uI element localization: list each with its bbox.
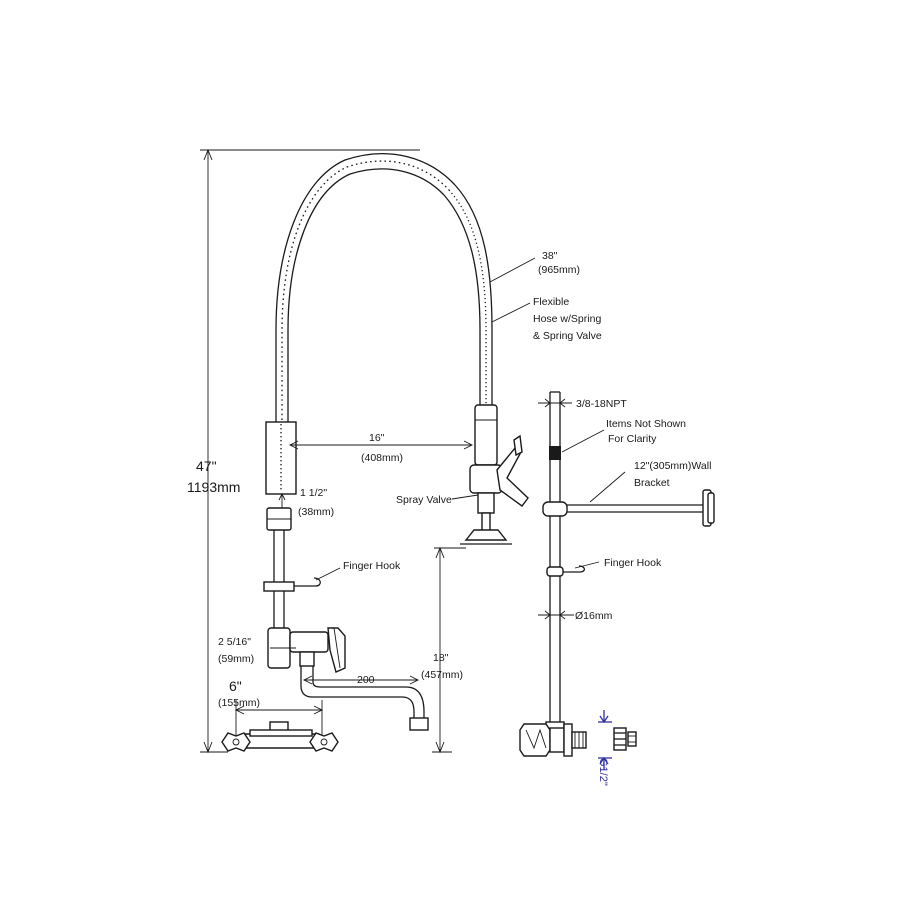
items-not-shown-leader bbox=[561, 429, 605, 453]
riser-gap-in-label: 1 1/2" bbox=[300, 487, 327, 499]
base-mixer bbox=[239, 721, 323, 749]
overall-height-dimension bbox=[200, 148, 420, 754]
riser-diameter-label: Ø16mm bbox=[575, 610, 613, 622]
overall-height-mm-label: 1193mm bbox=[187, 479, 240, 495]
inlet-dimension bbox=[598, 710, 612, 770]
spout-outlet-body bbox=[267, 627, 346, 673]
wall-bracket-leader bbox=[589, 471, 626, 503]
finger-hook-front-label: Finger Hook bbox=[343, 560, 401, 572]
flexible-hose-leader bbox=[491, 302, 531, 323]
outlet-offset-mm-label: (59mm) bbox=[218, 653, 254, 665]
riser-diameter-arrow-left bbox=[544, 610, 551, 620]
spray-valve-label: Spray Valve bbox=[396, 494, 452, 506]
front-view: 47" 1193mm Spray V bbox=[187, 148, 602, 754]
reach-dimension bbox=[288, 440, 474, 450]
spray-valve-leader bbox=[451, 494, 479, 500]
side-view: 3/8-18NPT Items Not Shown For Clarity 12… bbox=[519, 391, 715, 786]
wall-bracket-label-1: 12"(305mm)Wall bbox=[634, 460, 711, 472]
finger-hook-side-leader bbox=[574, 561, 600, 569]
side-riser-pipe bbox=[549, 391, 561, 722]
spring-coil bbox=[265, 153, 456, 495]
items-not-shown-label-1: Items Not Shown bbox=[606, 418, 686, 430]
flexible-hose bbox=[443, 184, 493, 405]
riser-gap-mm-label: (38mm) bbox=[298, 506, 334, 518]
spray-height-mm-label: (457mm) bbox=[421, 669, 463, 681]
riser-pipe bbox=[266, 507, 292, 628]
loose-fittings bbox=[613, 727, 637, 751]
thread-arrow-right bbox=[559, 398, 566, 408]
flexible-hose-label-3: & Spring Valve bbox=[533, 330, 602, 342]
finger-hook-front bbox=[263, 577, 321, 592]
wall-bracket-label-2: Bracket bbox=[634, 477, 670, 489]
spray-valve bbox=[460, 404, 529, 545]
riser-diameter-arrow-right bbox=[559, 610, 566, 620]
spray-height-dimension bbox=[432, 546, 466, 754]
overall-height-in-label: 47" bbox=[196, 458, 217, 474]
hose-length-leader bbox=[489, 257, 536, 283]
flexible-hose-label-2: Hose w/Spring bbox=[533, 313, 601, 325]
finger-hook-front-leader bbox=[315, 567, 341, 581]
center-spacing-dimension bbox=[234, 700, 324, 738]
center-spacing-in-label: 6" bbox=[229, 678, 242, 694]
left-handle-icon bbox=[221, 732, 251, 752]
spout-length-label: 200 bbox=[357, 674, 375, 686]
side-base-valve bbox=[519, 721, 587, 757]
outlet-offset-in-label: 2 5/16" bbox=[218, 636, 251, 648]
thread-arrow-left bbox=[544, 398, 551, 408]
right-handle-icon bbox=[309, 732, 339, 752]
spray-height-in-label: 18" bbox=[433, 652, 449, 664]
spout-length-dimension bbox=[302, 675, 420, 685]
wall-bracket bbox=[542, 489, 715, 527]
items-not-shown-label-2: For Clarity bbox=[608, 433, 657, 445]
flexible-hose-label-1: Flexible bbox=[533, 296, 569, 308]
reach-in-label: 16" bbox=[369, 432, 385, 444]
hose-length-in-label: 38" bbox=[542, 250, 558, 262]
reach-mm-label: (408mm) bbox=[361, 452, 403, 464]
thread-label: 3/8-18NPT bbox=[576, 398, 627, 410]
finger-hook-side-label: Finger Hook bbox=[604, 557, 662, 569]
hose-length-mm-label: (965mm) bbox=[538, 264, 580, 276]
swing-spout bbox=[300, 666, 429, 731]
inlet-thread-label: G1/2" bbox=[597, 758, 609, 786]
center-spacing-mm-label: (155mm) bbox=[218, 697, 260, 709]
